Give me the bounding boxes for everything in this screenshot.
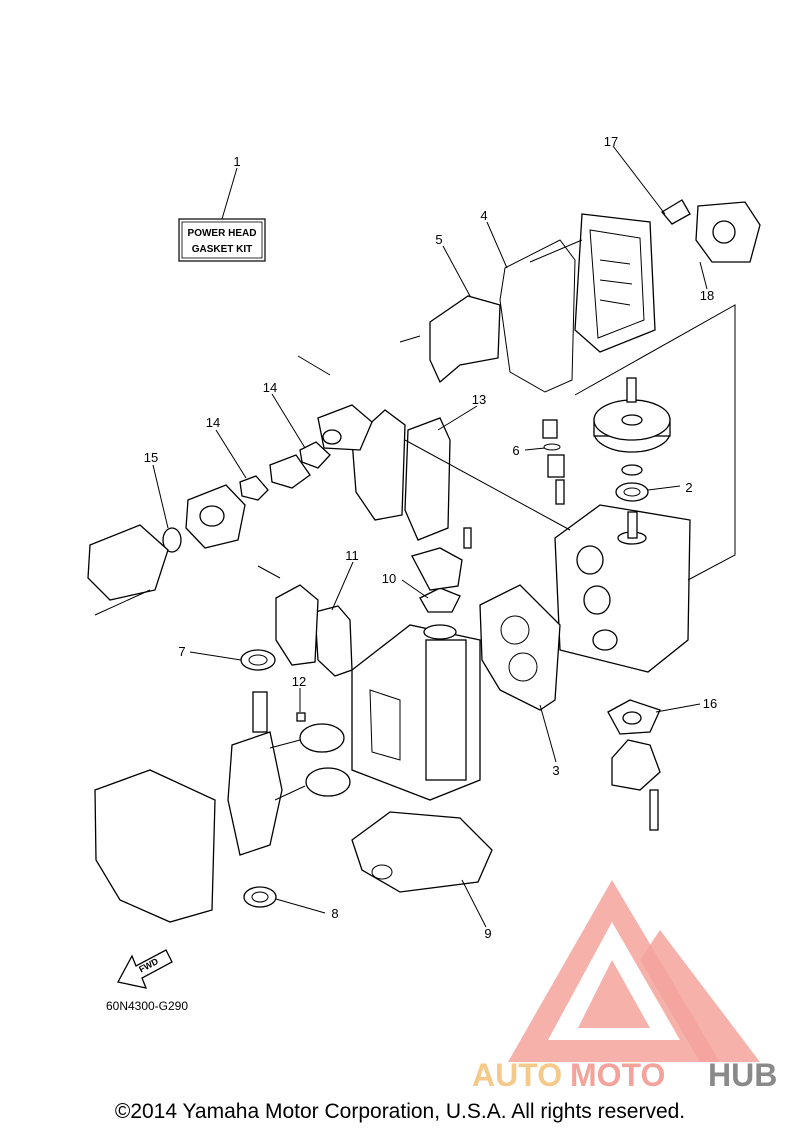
- logo-text-hub: HUB: [708, 1057, 777, 1093]
- leader-5: [442, 245, 471, 297]
- exhaust-cover: [275, 584, 319, 666]
- manifold-gasket-lower: [239, 475, 269, 501]
- callout-3: 3: [552, 763, 559, 778]
- oil-pump: [611, 739, 661, 831]
- cover-plate: [429, 295, 501, 384]
- manifold-gasket-upper: [299, 441, 331, 469]
- thermostat-cover: [661, 199, 761, 263]
- leader-15: [152, 464, 169, 529]
- callout-9: 9: [484, 926, 491, 941]
- upper-oil-seal: [240, 649, 276, 671]
- cylinder-block: [351, 624, 481, 801]
- assembly-line-center: [404, 439, 571, 531]
- lower-oil-seal: [243, 886, 277, 908]
- thermostat-housing: [411, 527, 472, 591]
- leader-18: [699, 261, 708, 290]
- callout-6: 6: [512, 443, 519, 458]
- assembly-line-top: [529, 239, 583, 263]
- intake-manifold: [317, 404, 406, 521]
- leader-3: [539, 704, 557, 763]
- crankcase-gasket: [351, 811, 493, 893]
- leader-9: [461, 879, 487, 928]
- flywheel-pulley: [593, 377, 671, 502]
- callout-7: 7: [178, 644, 185, 659]
- crankcase-gasket-hole: [371, 864, 393, 880]
- logo-text-auto: AUTO: [472, 1057, 562, 1093]
- cylinder-head-gasket: [479, 584, 561, 711]
- callout-17: 17: [604, 134, 618, 149]
- leader-4: [486, 221, 508, 269]
- crankshaft-assembly: [227, 691, 351, 856]
- leader-17: [612, 145, 666, 215]
- callout-2: 2: [685, 480, 692, 495]
- bolt-manifold: [297, 355, 331, 376]
- callout-4: 4: [480, 208, 487, 223]
- logo-text-moto: MOTO: [570, 1057, 665, 1093]
- kit-label-line1: POWER HEAD: [188, 228, 257, 239]
- callout-8: 8: [331, 906, 338, 921]
- callout-10: 10: [382, 571, 396, 586]
- leader-14a: [271, 393, 306, 449]
- cylinder-head-cover: [574, 213, 656, 353]
- carburetor-o-ring: [162, 527, 182, 553]
- insulator: [269, 454, 311, 489]
- callout-11: 11: [345, 548, 359, 563]
- leader-1: [221, 167, 238, 220]
- leader-14b: [215, 429, 247, 479]
- diagram-code: 60N4300-G290: [106, 999, 188, 1013]
- copyright-notice: ©2014 Yamaha Motor Corporation, U.S.A. A…: [114, 1100, 686, 1123]
- leader-2: [647, 485, 681, 491]
- callout-12: 12: [292, 674, 306, 689]
- pump-gasket-hole: [622, 711, 642, 725]
- callout-18: 18: [700, 288, 714, 303]
- leader-6: [524, 447, 546, 451]
- cylinder-head: [554, 504, 691, 673]
- oil-pressure-valve: [542, 419, 565, 505]
- callout-14b: 14: [206, 415, 220, 430]
- bolt-exhaust: [257, 565, 281, 579]
- gasket-kit-label: POWER HEAD GASKET KIT: [178, 218, 266, 262]
- callout-15: 15: [144, 450, 158, 465]
- callout-1: 1: [233, 154, 240, 169]
- exhaust-cover-gasket: [314, 605, 353, 677]
- leader-8: [275, 898, 326, 914]
- intake-gasket: [404, 417, 451, 541]
- callout-14a: 14: [263, 380, 277, 395]
- callout-13: 13: [472, 392, 486, 407]
- intake-silencer: [87, 524, 169, 601]
- leader-13: [437, 405, 478, 431]
- bolt-head-cover: [399, 335, 421, 343]
- thermostat-gasket: [419, 587, 461, 613]
- callout-16: 16: [703, 696, 717, 711]
- automotohub-logo: [508, 880, 760, 1062]
- crankcase: [94, 769, 216, 923]
- leader-7: [189, 651, 242, 661]
- silencer-bolt: [94, 589, 151, 616]
- callout-5: 5: [435, 232, 442, 247]
- assembly-line-right: [574, 304, 736, 581]
- carburetor: [185, 484, 246, 549]
- leader-10: [401, 579, 429, 599]
- kit-label-line2: GASKET KIT: [192, 244, 253, 255]
- fwd-arrow-icon: FWD: [117, 949, 173, 989]
- leader-11: [331, 561, 354, 611]
- leader-16: [655, 703, 701, 713]
- head-cover-gasket: [499, 239, 576, 393]
